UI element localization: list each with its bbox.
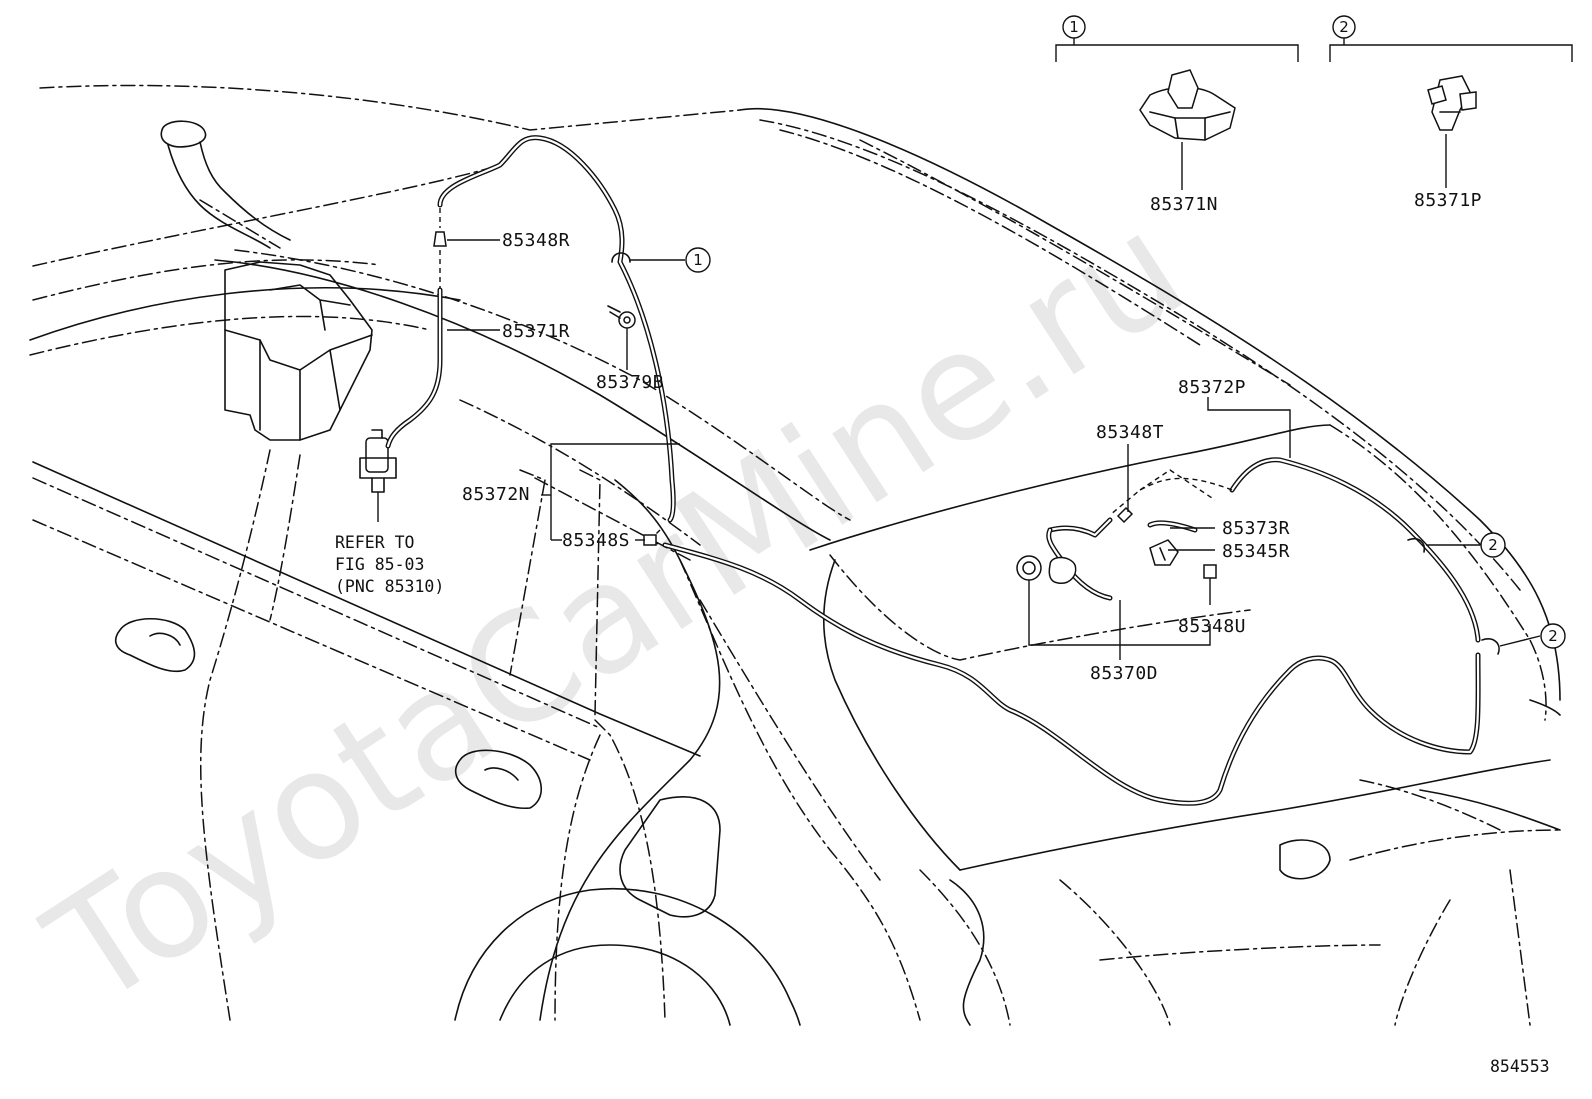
legend-marker-1: 1	[1062, 15, 1086, 39]
washer-pump	[359, 429, 397, 522]
callout-labels: 85348R 85371R 85379B 85372N 85348S 85372…	[462, 190, 1482, 684]
vehicle-body-outline	[29, 84, 1561, 1026]
leader-lines	[447, 239, 1541, 660]
svg-text:2: 2	[1548, 627, 1558, 645]
hose-clip-marker-2a: 2	[1480, 532, 1506, 558]
label-85379B: 85379B	[596, 372, 664, 393]
washer-tank	[160, 120, 373, 441]
marker-circles: 1 2 1 2 2	[685, 15, 1566, 649]
svg-text:2: 2	[1339, 18, 1349, 36]
label-85371R: 85371R	[502, 321, 570, 342]
legend-part-85371N	[1139, 69, 1236, 190]
hose-clip-marker-2b: 2	[1540, 623, 1566, 649]
label-85371P: 85371P	[1414, 190, 1482, 211]
hose-clip-marker-1: 1	[685, 247, 711, 273]
label-85348U: 85348U	[1178, 616, 1246, 637]
label-85348T: 85348T	[1096, 422, 1164, 443]
label-85348R: 85348R	[502, 230, 570, 251]
svg-text:1: 1	[1069, 18, 1079, 36]
label-85345R: 85345R	[1222, 541, 1290, 562]
legend-part-85371P	[1427, 75, 1477, 188]
label-85371N: 85371N	[1150, 194, 1218, 215]
ref-line-1: REFER TO	[335, 533, 414, 552]
legend-marker-2: 2	[1332, 15, 1356, 39]
legend-brackets	[1055, 38, 1573, 62]
svg-text:2: 2	[1488, 536, 1498, 554]
washer-hoses	[385, 135, 1481, 806]
reference-note: REFER TO FIG 85-03 (PNC 85310)	[335, 533, 444, 596]
svg-text:1: 1	[693, 251, 703, 269]
label-85348S: 85348S	[562, 530, 630, 551]
label-85372P: 85372P	[1178, 377, 1246, 398]
label-85372N: 85372N	[462, 484, 530, 505]
ref-line-2: FIG 85-03	[335, 555, 424, 574]
label-85373R: 85373R	[1222, 518, 1290, 539]
ref-line-3: (PNC 85310)	[335, 577, 444, 596]
label-85370D: 85370D	[1090, 663, 1158, 684]
figure-id: 854553	[1490, 1057, 1550, 1076]
